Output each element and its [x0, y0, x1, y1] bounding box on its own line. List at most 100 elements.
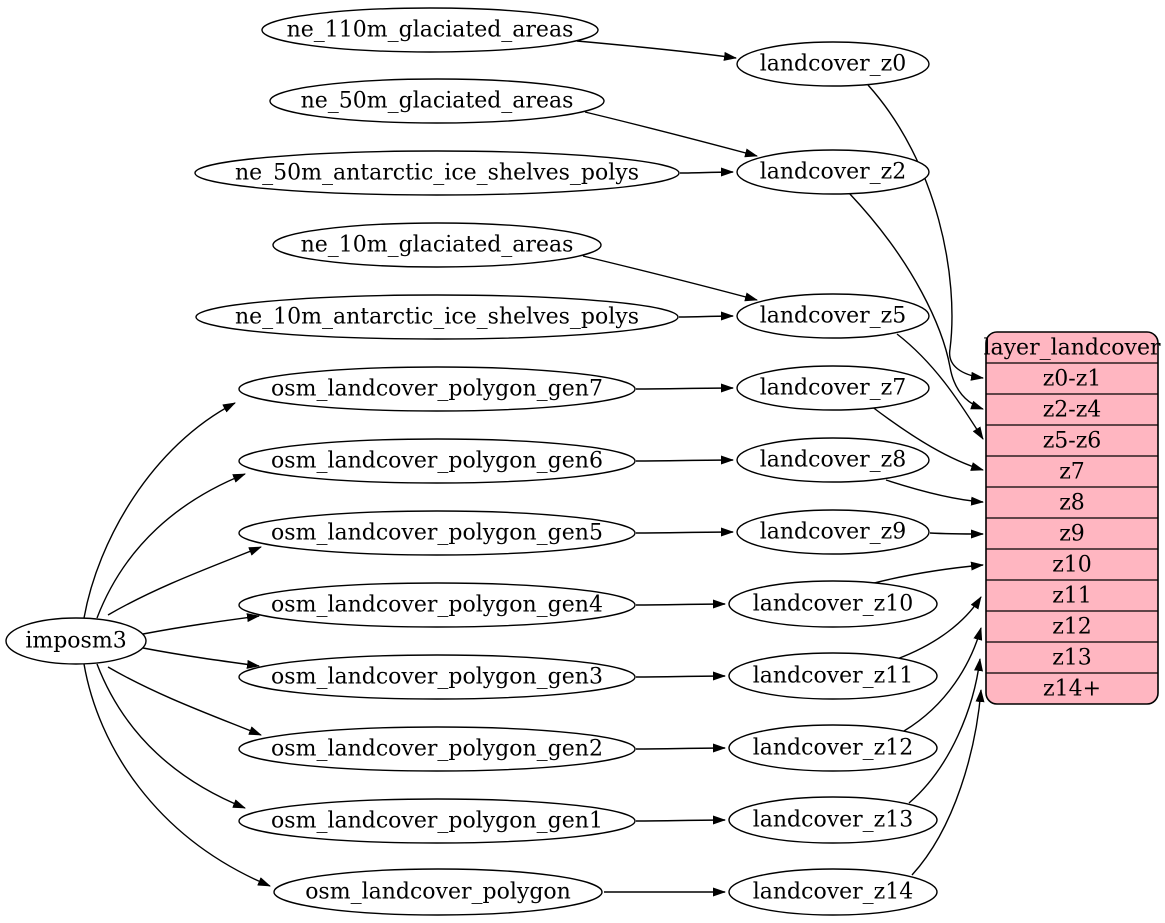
edge-landcover_z12--row-z12 [903, 627, 983, 732]
edge-osm_landcover_polygon_gen5--landcover_z9 [635, 527, 734, 537]
node-ellipse [238, 654, 636, 700]
node-landcover_z14: landcover_z14 [728, 868, 938, 916]
node-label: landcover_z5 [760, 304, 907, 329]
node-label: osm_landcover_polygon_gen1 [271, 809, 603, 834]
node-ellipse [272, 222, 602, 268]
node-ellipse [238, 510, 636, 556]
node-label: ne_10m_antarctic_ice_shelves_polys [235, 305, 639, 330]
edge-imposm3--osm_landcover_polygon [83, 663, 271, 887]
node-ellipse [736, 509, 930, 555]
node-ne_10m_glaciated_areas: ne_10m_glaciated_areas [272, 222, 602, 268]
record-row-z7: z7 [1059, 460, 1085, 485]
node-ellipse [728, 652, 938, 700]
node-imposm3: imposm3 [5, 617, 147, 665]
node-label: imposm3 [25, 629, 126, 654]
node-ellipse [269, 78, 605, 124]
edge-imposm3--osm_landcover_polygon_gen1 [96, 663, 246, 809]
node-osm_landcover_polygon_gen2: osm_landcover_polygon_gen2 [238, 726, 636, 772]
edge-landcover_z2--row-z2-z4 [848, 192, 984, 410]
node-osm_landcover_polygon_gen3: osm_landcover_polygon_gen3 [238, 654, 636, 700]
node-ellipse [194, 150, 680, 196]
edge-imposm3--osm_landcover_polygon_gen5 [107, 546, 262, 616]
node-ne_110m_glaciated_areas: ne_110m_glaciated_areas [261, 7, 599, 53]
edge-osm_landcover_polygon_gen3--landcover_z11 [635, 671, 726, 681]
edge-landcover_z14--row-z14plus [911, 689, 985, 876]
node-osm_landcover_polygon_gen4: osm_landcover_polygon_gen4 [238, 582, 636, 628]
node-label: ne_50m_glaciated_areas [301, 89, 574, 114]
edge-ne_110m_glaciated_areas--landcover_z0 [576, 40, 737, 61]
node-label: osm_landcover_polygon_gen6 [271, 449, 603, 474]
node-label: osm_landcover_polygon [305, 880, 571, 905]
node-label: landcover_z13 [753, 808, 914, 833]
node-ellipse [261, 7, 599, 53]
node-landcover_z0: landcover_z0 [736, 41, 930, 87]
edge-landcover_z0--row-z0-z1 [867, 84, 984, 381]
record-row-z5-z6: z5-z6 [1043, 429, 1102, 454]
node-label: landcover_z12 [753, 736, 914, 761]
node-osm_landcover_polygon_gen6: osm_landcover_polygon_gen6 [238, 438, 636, 484]
record-row-z14plus: z14+ [1043, 677, 1101, 702]
node-landcover_z9: landcover_z9 [736, 509, 930, 555]
node-label: landcover_z10 [753, 592, 914, 617]
node-ellipse [238, 582, 636, 628]
edge-ne_50m_glaciated_areas--landcover_z2 [584, 111, 758, 158]
node-landcover_z8: landcover_z8 [736, 437, 930, 483]
node-label: landcover_z2 [760, 160, 907, 185]
edge-ne_10m_glaciated_areas--landcover_z5 [582, 255, 758, 302]
node-label: landcover_z8 [760, 448, 907, 473]
node-osm_landcover_polygon_gen5: osm_landcover_polygon_gen5 [238, 510, 636, 556]
node-ellipse [736, 293, 930, 339]
edge-ne_50m_antarctic_ice_shelves_polys--landcover_z2 [679, 167, 734, 177]
node-ne_50m_antarctic_ice_shelves_polys: ne_50m_antarctic_ice_shelves_polys [194, 150, 680, 196]
node-ellipse [195, 294, 679, 340]
node-label: ne_10m_glaciated_areas [301, 233, 574, 258]
node-label: ne_110m_glaciated_areas [287, 18, 574, 43]
edge-landcover_z11--row-z11 [896, 596, 982, 660]
edges [83, 40, 985, 897]
node-label: landcover_z0 [760, 52, 907, 77]
node-label: osm_landcover_polygon_gen7 [271, 377, 603, 402]
record-row-z8: z8 [1059, 491, 1085, 516]
edge-osm_landcover_polygon_gen6--landcover_z8 [635, 455, 734, 465]
node-ellipse [736, 41, 930, 87]
node-ne_10m_antarctic_ice_shelves_polys: ne_10m_antarctic_ice_shelves_polys [195, 294, 679, 340]
node-ellipse [728, 724, 938, 772]
node-ellipse [5, 617, 147, 665]
node-ellipse [238, 798, 636, 844]
edge-ne_10m_antarctic_ice_shelves_polys--landcover_z5 [678, 311, 734, 321]
node-ellipse [238, 366, 636, 412]
node-label: landcover_z9 [760, 520, 907, 545]
record-row-z2-z4: z2-z4 [1043, 398, 1102, 423]
node-landcover_z5: landcover_z5 [736, 293, 930, 339]
node-landcover_z13: landcover_z13 [728, 796, 938, 844]
node-landcover_z7: landcover_z7 [736, 365, 930, 411]
record-row-z12: z12 [1052, 615, 1092, 640]
node-landcover_z12: landcover_z12 [728, 724, 938, 772]
edge-imposm3--osm_landcover_polygon_gen6 [96, 473, 246, 619]
edge-osm_landcover_polygon_gen7--landcover_z7 [635, 383, 734, 393]
node-osm_landcover_polygon_gen1: osm_landcover_polygon_gen1 [238, 798, 636, 844]
record-title: layer_landcover [983, 336, 1161, 361]
node-ellipse [736, 437, 930, 483]
edge-landcover_z8--row-z8 [885, 479, 984, 506]
node-landcover_z11: landcover_z11 [728, 652, 938, 700]
edge-landcover_z7--row-z7 [870, 405, 984, 471]
node-ellipse [736, 365, 930, 411]
edge-landcover_z10--row-z10 [873, 561, 984, 584]
edge-imposm3--osm_landcover_polygon_gen7 [83, 402, 236, 619]
node-ellipse [273, 868, 603, 916]
node-ellipse [728, 868, 938, 916]
node-landcover_z2: landcover_z2 [736, 149, 930, 195]
node-label: landcover_z11 [753, 664, 914, 689]
node-ellipse [736, 149, 930, 195]
node-ne_50m_glaciated_areas: ne_50m_glaciated_areas [269, 78, 605, 124]
edge-osm_landcover_polygon_gen2--landcover_z12 [635, 743, 726, 753]
node-label: osm_landcover_polygon_gen4 [271, 593, 603, 618]
record-row-z13: z13 [1052, 646, 1092, 671]
node-ellipse [728, 580, 938, 628]
node-label: osm_landcover_polygon_gen3 [271, 665, 603, 690]
edge-osm_landcover_polygon_gen1--landcover_z13 [635, 815, 726, 825]
edge-osm_landcover_polygon_gen4--landcover_z10 [635, 599, 726, 609]
nodes: imposm3 ne_110m_glaciated_areas ne_50m_g… [5, 7, 938, 916]
